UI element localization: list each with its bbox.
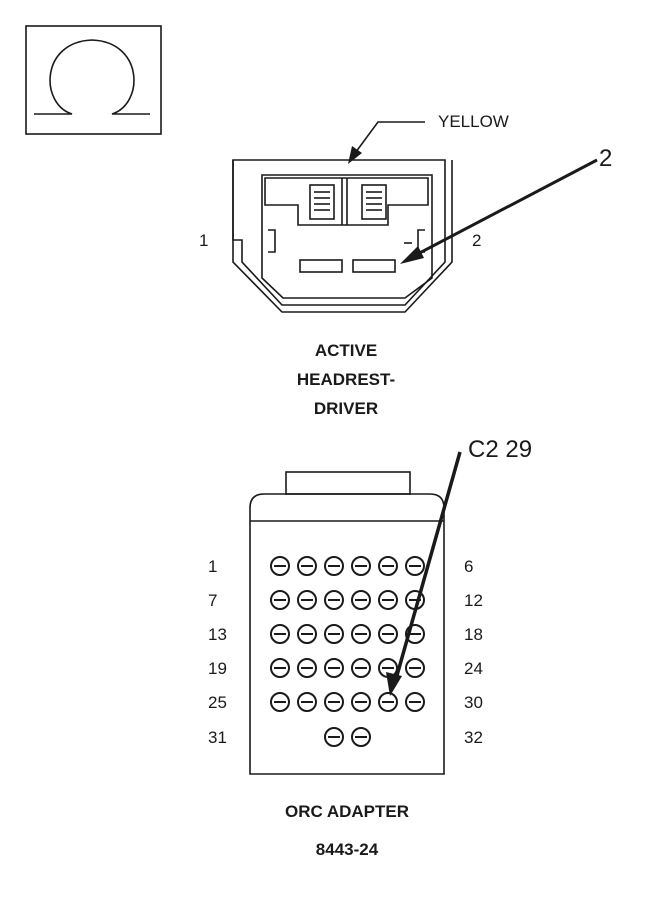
row-label-right: 6 [464, 557, 473, 576]
row-label-left: 31 [208, 728, 227, 747]
pin-row [270, 692, 425, 712]
pin-1-slot [299, 259, 343, 273]
pin-row [270, 556, 425, 576]
row-label-left: 1 [208, 557, 217, 576]
yellow-leader [348, 121, 425, 164]
callout-label-2: 2 [599, 145, 612, 172]
callout-label-c2-29: C2 29 [468, 436, 532, 463]
row-label-left: 25 [208, 693, 227, 712]
pin-2-slot [352, 259, 396, 273]
pin-row [270, 590, 425, 610]
ohm-symbol-icon [25, 25, 162, 135]
pin-row [324, 727, 371, 747]
pin-row [270, 624, 425, 644]
row-label-right: 18 [464, 625, 483, 644]
row-label-left: 7 [208, 591, 217, 610]
row-label-left: 19 [208, 659, 227, 678]
pin-label-2: 2 [472, 231, 481, 250]
connector2-subtitle: 8443-24 [316, 840, 379, 859]
pin-label-1: 1 [199, 231, 208, 250]
row-label-right: 30 [464, 693, 483, 712]
connector2-title: ORC ADAPTER [285, 802, 409, 821]
row-label-right: 12 [464, 591, 483, 610]
callout-2-arrow [400, 158, 598, 264]
orc-adapter-connector [249, 471, 445, 775]
row-label-right: 32 [464, 728, 483, 747]
pin-grid [270, 556, 425, 747]
headrest-connector [232, 159, 453, 313]
row-label-left: 13 [208, 625, 227, 644]
connector1-title-line2: HEADREST- [297, 370, 395, 389]
connector1-title-line3: DRIVER [314, 399, 378, 418]
color-label: YELLOW [438, 112, 509, 131]
callout-c2-29-arrow [386, 451, 462, 696]
pin-row [270, 658, 425, 678]
row-label-right: 24 [464, 659, 483, 678]
connector1-title-line1: ACTIVE [315, 341, 377, 360]
